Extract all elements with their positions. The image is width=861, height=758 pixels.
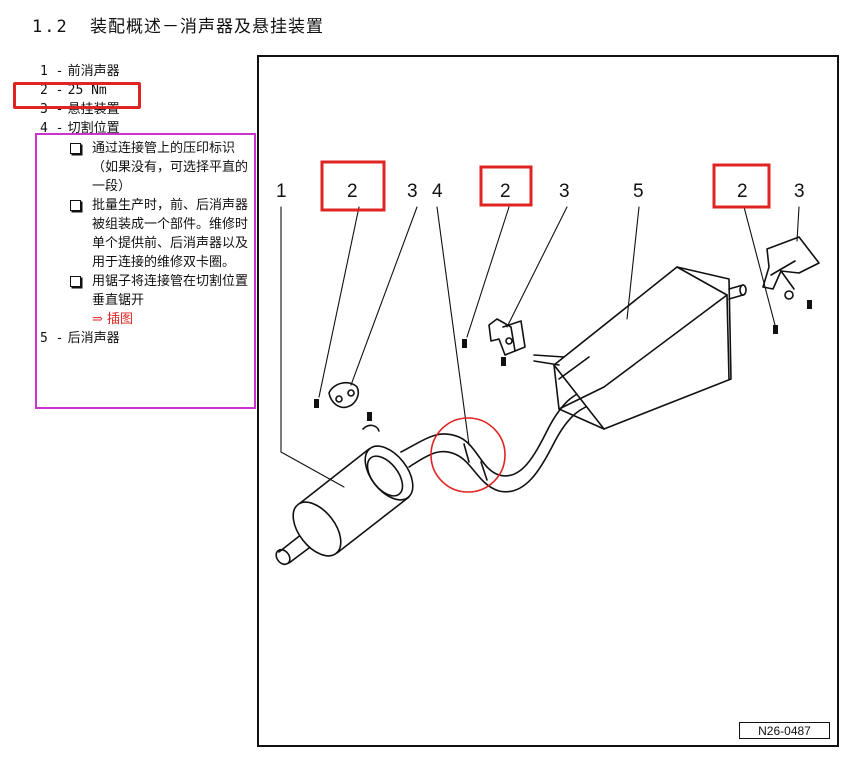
cut-position-circle xyxy=(430,417,506,493)
legend-label: 切割位置 xyxy=(67,121,120,136)
legend-list: 1 - 前消声器 2 - 25 Nm 3 - 悬挂装置 4 - 切割位置 通过连… xyxy=(37,62,257,348)
highlight-box-torque xyxy=(13,82,141,109)
exploded-view-figure: 1 2 3 4 2 3 5 2 3 N26-0487 xyxy=(257,55,839,747)
legend-number: 5 - xyxy=(40,331,64,346)
rear-muffler xyxy=(533,266,747,430)
note-list: 通过连接管上的压印标识（如果没有，可选择平直的一段） 批量生产时，前、后消声器被… xyxy=(40,139,257,329)
legend-item-5: 5 - 后消声器 xyxy=(37,329,257,348)
bolt-icons xyxy=(314,300,812,421)
checkbox-bullet-icon xyxy=(70,200,81,211)
front-muffler xyxy=(292,445,414,557)
figure-label-3: 3 xyxy=(407,181,418,202)
note-text: 通过连接管上的压印标识（如果没有，可选择平直的一段） xyxy=(92,141,249,194)
highlight-box-label-2b xyxy=(479,165,533,207)
note-item: 批量生产时，前、后消声器被组装成一个部件。维修时单个提供前、后消声器以及用于连接… xyxy=(40,196,257,272)
section-title: 装配概述－消声器及悬挂装置 xyxy=(90,17,324,37)
legend-number: 1 - xyxy=(40,64,64,79)
legend-number: 4 - xyxy=(40,121,64,136)
legend-item-3: 3 - 悬挂装置 xyxy=(37,100,257,119)
figure-label-4: 4 xyxy=(432,181,443,202)
page-title: 1.2 装配概述－消声器及悬挂装置 xyxy=(32,12,324,37)
note-text: 用锯子将连接管在切割位置垂直锯开 xyxy=(92,274,249,308)
note-item: 用锯子将连接管在切割位置垂直锯开 ⇒ 插图 xyxy=(40,272,257,329)
leader-lines xyxy=(280,206,800,488)
figure-label-2: 2 xyxy=(500,181,511,202)
note-item: 通过连接管上的压印标识（如果没有，可选择平直的一段） xyxy=(40,139,257,196)
connecting-pipe xyxy=(400,386,604,493)
legend-label: 前消声器 xyxy=(67,64,120,79)
hanger-middle xyxy=(488,318,526,356)
legend-number: 3 - xyxy=(40,102,64,117)
checkbox-bullet-icon xyxy=(70,276,81,287)
checkbox-bullet-icon xyxy=(70,143,81,154)
figure-label-3: 3 xyxy=(559,181,570,202)
highlight-box-label-2a xyxy=(320,160,386,212)
legend-label: 悬挂装置 xyxy=(67,102,120,117)
exhaust-system-drawing xyxy=(275,160,820,566)
figure-label-5: 5 xyxy=(633,181,644,202)
section-number: 1.2 xyxy=(32,17,69,37)
legend-item-1: 1 - 前消声器 xyxy=(37,62,257,81)
hanger-rear xyxy=(762,236,820,300)
hanger-front xyxy=(328,381,380,432)
figure-id: N26-0487 xyxy=(739,722,830,739)
legend-item-4: 4 - 切割位置 通过连接管上的压印标识（如果没有，可选择平直的一段） 批量生产… xyxy=(37,119,257,329)
legend-label: 25 Nm xyxy=(67,83,107,98)
figure-label-2: 2 xyxy=(347,181,358,202)
figure-label-1: 1 xyxy=(276,181,287,202)
figure-label-2: 2 xyxy=(737,181,748,202)
highlight-box-cut-position xyxy=(35,133,256,409)
figure-label-3: 3 xyxy=(794,181,805,202)
legend-item-2: 2 - 25 Nm xyxy=(37,81,257,100)
legend-label: 后消声器 xyxy=(67,331,120,346)
highlight-box-label-2c xyxy=(712,163,771,209)
legend-number: 2 - xyxy=(40,83,64,98)
note-text: 批量生产时，前、后消声器被组装成一个部件。维修时单个提供前、后消声器以及用于连接… xyxy=(92,198,249,270)
figure-link[interactable]: ⇒ 插图 xyxy=(92,312,134,327)
